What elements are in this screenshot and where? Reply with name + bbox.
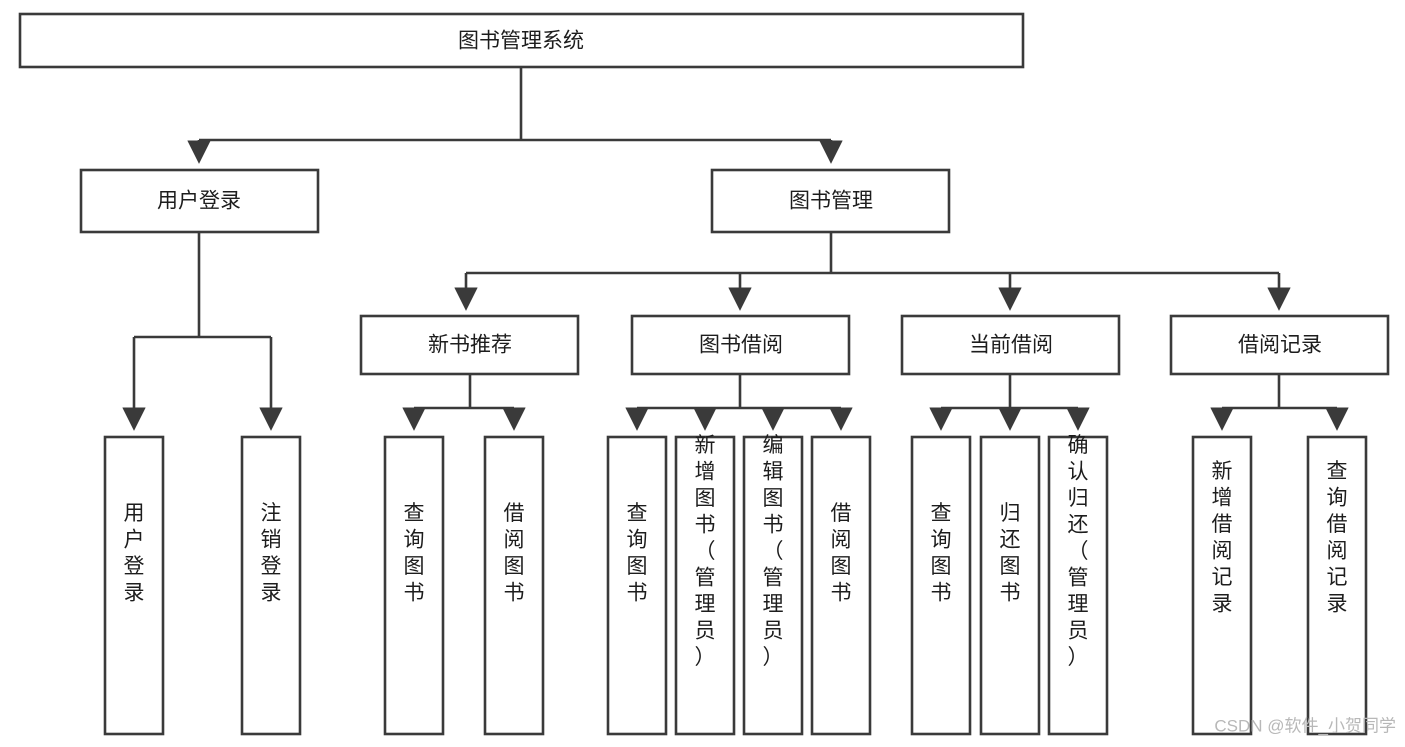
- leaf-confirm-return[interactable]: 确认归还（管理员）: [1047, 434, 1109, 736]
- leaf-add-record[interactable]: 新增借阅记录: [1191, 435, 1253, 736]
- node-book-manage-label: 图书管理: [789, 190, 873, 213]
- node-current-borrow-label: 当前借阅: [969, 334, 1053, 357]
- leaf-add-record-box[interactable]: [1191, 435, 1253, 736]
- node-new-book-rec-label: 新书推荐: [428, 334, 512, 357]
- node-root-box[interactable]: [18, 12, 1025, 69]
- leaf-user-logout[interactable]: 注销登录: [240, 435, 302, 736]
- leaf-add-record-label: 新增借阅记录: [1212, 460, 1233, 616]
- leaf-add-book-label: 新增图书（管理员）: [695, 434, 716, 669]
- leaf-query-book-3-box[interactable]: [910, 435, 972, 736]
- node-new-book-rec-box[interactable]: [359, 314, 580, 376]
- node-current-borrow[interactable]: 当前借阅: [900, 314, 1121, 376]
- node-book-borrow-box[interactable]: [630, 314, 851, 376]
- leaf-user-login[interactable]: 用户登录: [103, 435, 165, 736]
- node-user-login-label: 用户登录: [157, 190, 241, 213]
- leaf-borrow-book-2[interactable]: 借阅图书: [810, 435, 872, 736]
- node-borrow-record-label: 借阅记录: [1238, 334, 1322, 357]
- leaf-query-book-1-box[interactable]: [383, 435, 445, 736]
- csdn-watermark: CSDN @软件_小贺同学: [1214, 716, 1396, 735]
- leaf-query-record[interactable]: 查询借阅记录: [1306, 435, 1368, 736]
- leaf-borrow-book-2-label: 借阅图书: [831, 502, 852, 605]
- leaf-return-book-box[interactable]: [979, 435, 1041, 736]
- leaf-query-book-3[interactable]: 查询图书: [910, 435, 972, 736]
- leaf-user-logout-box[interactable]: [240, 435, 302, 736]
- node-user-login[interactable]: 用户登录: [79, 168, 320, 234]
- leaf-query-book-2[interactable]: 查询图书: [606, 435, 668, 736]
- leaf-query-book-1[interactable]: 查询图书: [383, 435, 445, 736]
- node-new-book-rec[interactable]: 新书推荐: [359, 314, 580, 376]
- leaf-user-logout-label: 注销登录: [261, 502, 282, 605]
- node-book-manage-box[interactable]: [710, 168, 951, 234]
- leaf-confirm-return-label: 确认归还（管理员）: [1068, 434, 1089, 669]
- leaf-borrow-book-2-box[interactable]: [810, 435, 872, 736]
- leaf-query-book-3-label: 查询图书: [931, 502, 952, 605]
- node-current-borrow-box[interactable]: [900, 314, 1121, 376]
- connector-layer: [122, 67, 1349, 431]
- leaf-add-book-box[interactable]: [674, 435, 736, 736]
- node-user-login-box[interactable]: [79, 168, 320, 234]
- leaf-return-book[interactable]: 归还图书: [979, 435, 1041, 736]
- node-root[interactable]: 图书管理系统: [18, 12, 1025, 69]
- leaf-query-book-1-label: 查询图书: [404, 502, 425, 605]
- leaf-query-record-label: 查询借阅记录: [1327, 460, 1348, 616]
- leaf-borrow-book-1[interactable]: 借阅图书: [483, 435, 545, 736]
- node-borrow-record-box[interactable]: [1169, 314, 1390, 376]
- leaf-return-book-label: 归还图书: [1000, 502, 1021, 605]
- node-book-borrow[interactable]: 图书借阅: [630, 314, 851, 376]
- leaf-edit-book-box[interactable]: [742, 435, 804, 736]
- leaf-user-login-label: 用户登录: [124, 502, 145, 605]
- leaf-edit-book[interactable]: 编辑图书（管理员）: [742, 434, 804, 736]
- leaf-borrow-book-1-label: 借阅图书: [504, 502, 525, 605]
- leaf-add-book[interactable]: 新增图书（管理员）: [674, 434, 736, 736]
- node-borrow-record[interactable]: 借阅记录: [1169, 314, 1390, 376]
- leaf-query-book-2-box[interactable]: [606, 435, 668, 736]
- leaf-query-record-box[interactable]: [1306, 435, 1368, 736]
- leaf-borrow-book-1-box[interactable]: [483, 435, 545, 736]
- node-book-manage[interactable]: 图书管理: [710, 168, 951, 234]
- node-book-borrow-label: 图书借阅: [699, 334, 783, 357]
- leaf-query-book-2-label: 查询图书: [627, 502, 648, 605]
- leaf-edit-book-label: 编辑图书（管理员）: [763, 434, 784, 669]
- node-root-label: 图书管理系统: [458, 30, 584, 53]
- leaf-user-login-box[interactable]: [103, 435, 165, 736]
- leaf-confirm-return-box[interactable]: [1047, 435, 1109, 736]
